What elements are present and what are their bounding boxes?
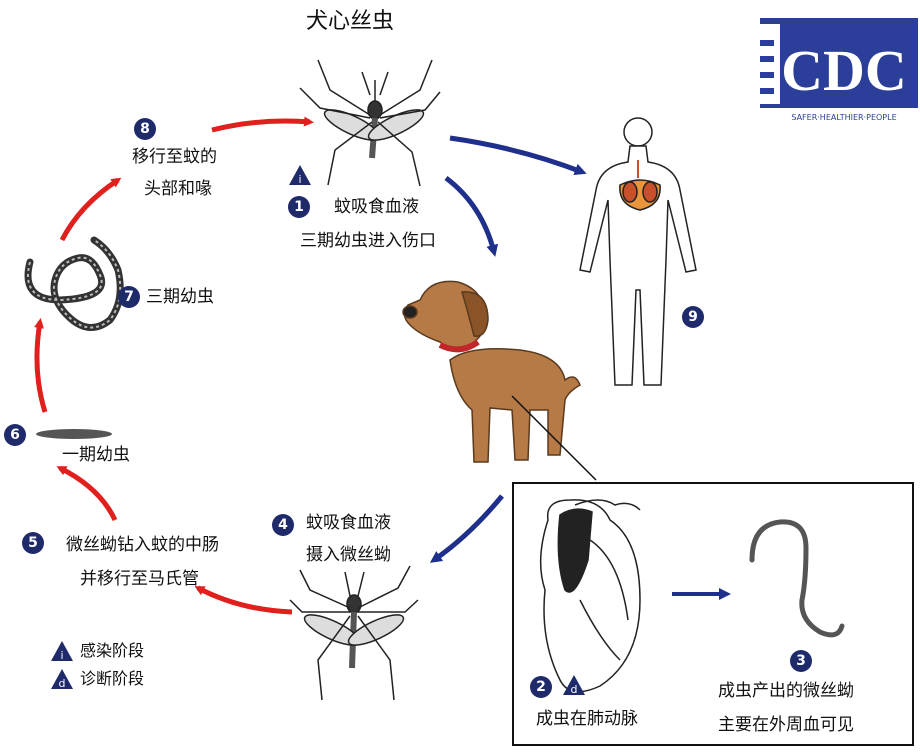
stage-1-label-line1: 蚊吸食血液	[334, 197, 419, 217]
svg-text:d: d	[59, 677, 66, 690]
microfilaria-illustration	[749, 519, 845, 638]
first-stage-larva-illustration	[36, 429, 112, 439]
stage-4-label-line1: 蚊吸食血液	[306, 513, 391, 533]
arrow-8-to-1	[211, 116, 314, 133]
diagram-title: 犬心丝虫	[306, 9, 395, 34]
stage-3-badge: 3	[790, 650, 812, 672]
svg-text:d: d	[571, 683, 578, 696]
dog-illustration	[402, 280, 581, 463]
stage-2-label: 成虫在肺动脉	[536, 709, 638, 729]
stage-7-label: 三期幼虫	[146, 287, 214, 307]
arrow-mosquito-to-human	[449, 135, 587, 176]
stage-6-badge: 6	[4, 424, 26, 446]
legend-infective-label: 感染阶段	[80, 641, 145, 660]
legend-diagnostic-label: 诊断阶段	[80, 669, 145, 688]
mosquito-top-illustration	[299, 59, 441, 187]
arrow-6-to-7	[34, 318, 48, 413]
legend-infective-icon: i	[50, 640, 74, 662]
heart-illustration	[539, 499, 641, 693]
stage-1-label-line2: 三期幼虫进入伤口	[300, 231, 436, 251]
arrow-mosquito-to-dog	[444, 176, 499, 257]
stage-8-label-line2: 头部和喙	[144, 179, 212, 199]
legend-diagnostic-icon: d	[50, 668, 74, 690]
stage-3-label-line1: 成虫产出的微丝蚴	[718, 681, 854, 701]
stage-1-badge: 1	[288, 196, 310, 218]
stage-6-label: 一期幼虫	[62, 445, 130, 465]
stage-8-label-line1: 移行至蚊的	[132, 147, 217, 167]
stage-4-label-line2: 摄入微丝蚴	[306, 545, 391, 565]
inset-panel	[512, 482, 914, 746]
human-illustration	[579, 117, 697, 386]
arrow-dog-to-mosquito	[429, 494, 504, 563]
svg-text:i: i	[298, 173, 301, 186]
stage-5-label-line1: 微丝蚴钻入蚊的中肠	[66, 535, 219, 555]
dog-to-inset-pointer	[511, 395, 597, 481]
stage-8-badge: 8	[134, 118, 156, 140]
mosquito-bottom-illustration	[289, 565, 419, 701]
stage-3-label-line2: 主要在外周血可见	[718, 715, 854, 735]
stage-5-badge: 5	[22, 532, 44, 554]
arrow-5-to-6	[56, 465, 118, 522]
cdc-logo-text: CDC	[781, 38, 907, 103]
stage-2-badge: 2	[530, 676, 552, 698]
arrow-7-to-8	[59, 177, 122, 242]
stage-4-badge: 4	[272, 514, 294, 536]
infective-stage-marker-1: i	[288, 164, 312, 186]
cdc-logo: CDC SAFER·HEALTHIER·PEOPLE	[760, 18, 918, 124]
stage-9-badge: 9	[682, 306, 704, 328]
cdc-logo-tagline: SAFER·HEALTHIER·PEOPLE	[791, 113, 896, 122]
arrow-4-to-5	[194, 585, 293, 615]
diagnostic-stage-marker-2: d	[562, 674, 586, 696]
third-stage-larva-illustration	[24, 236, 124, 331]
stage-7-badge: 7	[118, 286, 140, 308]
stage-5-label-line2: 并移行至马氏管	[80, 569, 199, 589]
svg-text:i: i	[60, 649, 63, 662]
